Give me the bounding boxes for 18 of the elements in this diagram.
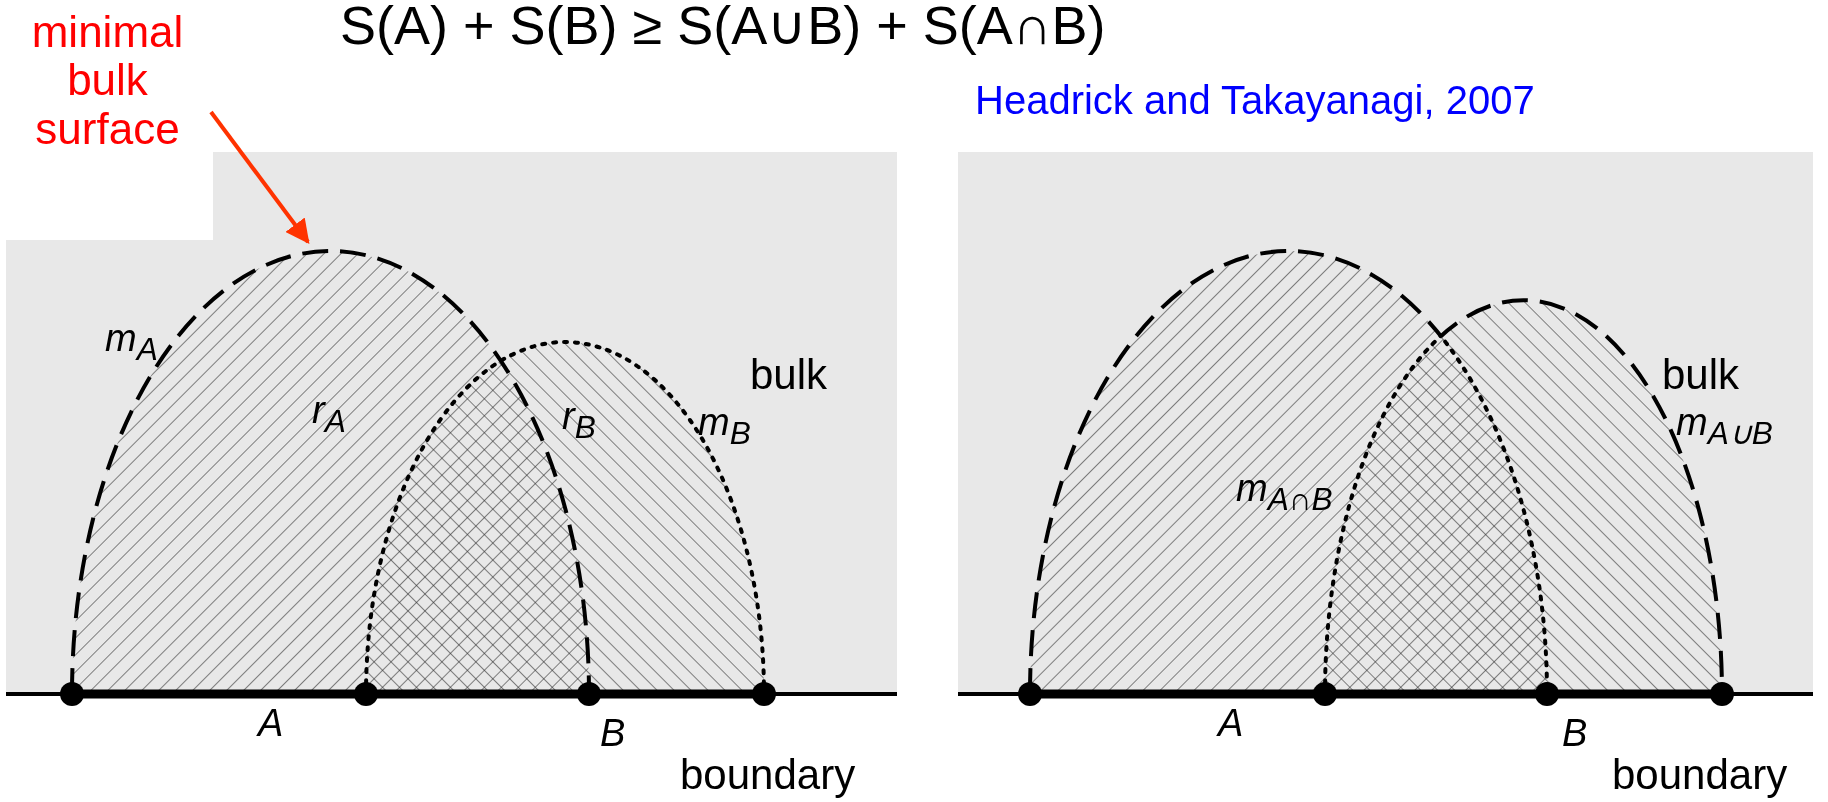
math-label: m$_{A∪B}$ [1676, 402, 1773, 451]
math-label: m$_{B}$ [698, 402, 751, 451]
interval-label: A [258, 703, 284, 745]
math-label: m$_{A∩B}$ [1236, 468, 1333, 517]
citation-text: Headrick and Takayanagi, 2007 [975, 78, 1535, 122]
region-label: bulk [750, 352, 828, 399]
callout-text: minimal bulk surface [30, 8, 185, 154]
region-label: bulk [1662, 352, 1740, 399]
math-label: r$_{A}$ [312, 390, 346, 439]
leader-line [209, 110, 310, 244]
math-label: r$_{B}$ [562, 396, 596, 445]
region-label: boundary [680, 752, 856, 799]
region-label: boundary [1612, 752, 1788, 799]
interval-label: B [1562, 713, 1588, 755]
interval-label: B [600, 713, 626, 755]
math-label: m$_{A}$ [105, 318, 158, 367]
interval-label: A [1218, 703, 1244, 745]
formula-heading: S(A) + S(B) ≥ S(A∪B) + S(A∩B) [340, 0, 1106, 56]
